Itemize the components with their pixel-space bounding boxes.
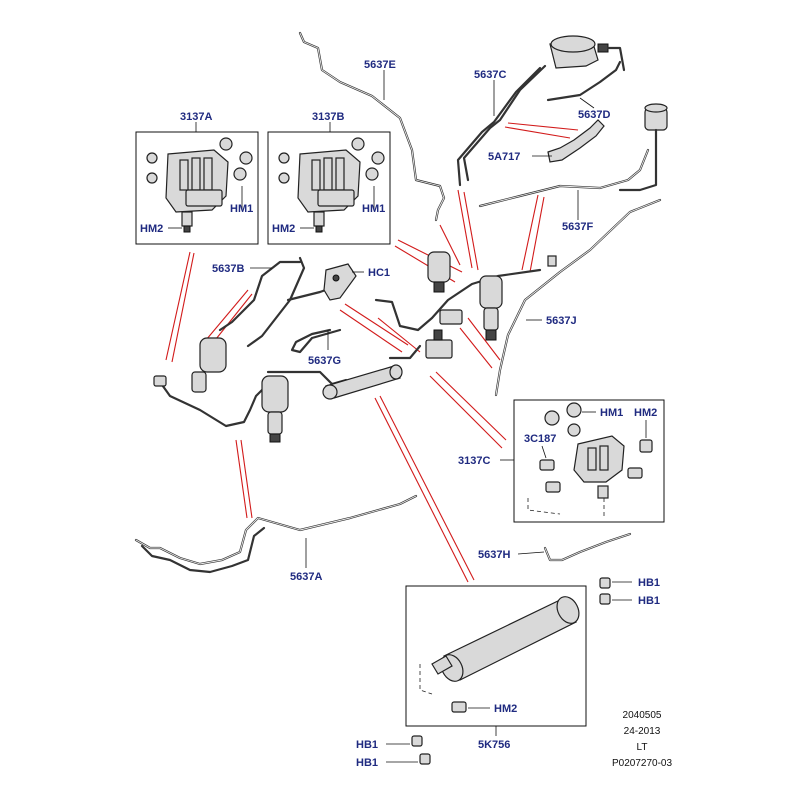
label-5637C: 5637C bbox=[474, 69, 506, 81]
label-HM1-3137B: HM1 bbox=[362, 203, 385, 215]
label-3C187: 3C187 bbox=[524, 433, 556, 445]
ref-line-4: P0207270-03 bbox=[612, 758, 672, 769]
label-5637E: 5637E bbox=[364, 59, 396, 71]
leader-lines bbox=[168, 70, 647, 763]
left-connector bbox=[153, 375, 167, 387]
box-3137C bbox=[513, 399, 665, 523]
label-5K756: 5K756 bbox=[478, 739, 510, 751]
reservoir-cap bbox=[618, 103, 668, 192]
box-3137A bbox=[135, 131, 259, 245]
part-labels: 5637E 5637C 5637D 5A717 5637F 3137A 3137… bbox=[140, 59, 660, 769]
label-5637F: 5637F bbox=[562, 221, 593, 233]
label-HM2-5K756: HM2 bbox=[494, 703, 517, 715]
valve-block-3137C bbox=[527, 402, 653, 518]
reservoir-5K756 bbox=[419, 596, 580, 695]
reference-block: 2040505 24-2013 LT P0207270-03 bbox=[612, 710, 672, 769]
label-5637H: 5637H bbox=[478, 549, 510, 561]
label-HM2-3137A: HM2 bbox=[140, 223, 163, 235]
label-HB1-second: HB1 bbox=[638, 595, 660, 607]
label-5637A: 5637A bbox=[290, 571, 322, 583]
label-3137B: 3137B bbox=[312, 111, 344, 123]
label-5A717: 5A717 bbox=[488, 151, 520, 163]
label-5637D: 5637D bbox=[578, 109, 610, 121]
label-HM1-3137A: HM1 bbox=[230, 203, 253, 215]
label-HM1-3137C: HM1 bbox=[600, 407, 623, 419]
small-connector bbox=[547, 255, 557, 267]
callout-lines bbox=[165, 122, 579, 583]
valve-block-3137A bbox=[146, 137, 253, 233]
label-HB1-bottom-2: HB1 bbox=[356, 757, 378, 769]
front-air-springs bbox=[425, 251, 503, 359]
valve-block-3137B bbox=[278, 137, 385, 233]
label-5637G: 5637G bbox=[308, 355, 341, 367]
label-5637J: 5637J bbox=[546, 315, 577, 327]
label-HM2-3137C: HM2 bbox=[634, 407, 657, 419]
label-HB1-bottom-1: HB1 bbox=[356, 739, 378, 751]
label-HB1-top: HB1 bbox=[638, 577, 660, 589]
fittings-5K756 bbox=[411, 577, 611, 765]
ref-line-1: 2040505 bbox=[623, 710, 662, 721]
label-3137A: 3137A bbox=[180, 111, 212, 123]
box-3137B bbox=[267, 131, 391, 245]
central-tank bbox=[322, 364, 403, 400]
label-3137C: 3137C bbox=[458, 455, 490, 467]
hose-5A717 bbox=[547, 119, 605, 163]
label-HM2-3137B: HM2 bbox=[272, 223, 295, 235]
label-HC1: HC1 bbox=[368, 267, 390, 279]
label-5637B: 5637B bbox=[212, 263, 244, 275]
ref-line-2: 24-2013 bbox=[624, 726, 661, 737]
ref-line-3: LT bbox=[637, 742, 648, 753]
rear-air-springs bbox=[191, 337, 289, 443]
canister-assembly bbox=[549, 35, 626, 72]
hc1-bracket bbox=[323, 263, 357, 301]
